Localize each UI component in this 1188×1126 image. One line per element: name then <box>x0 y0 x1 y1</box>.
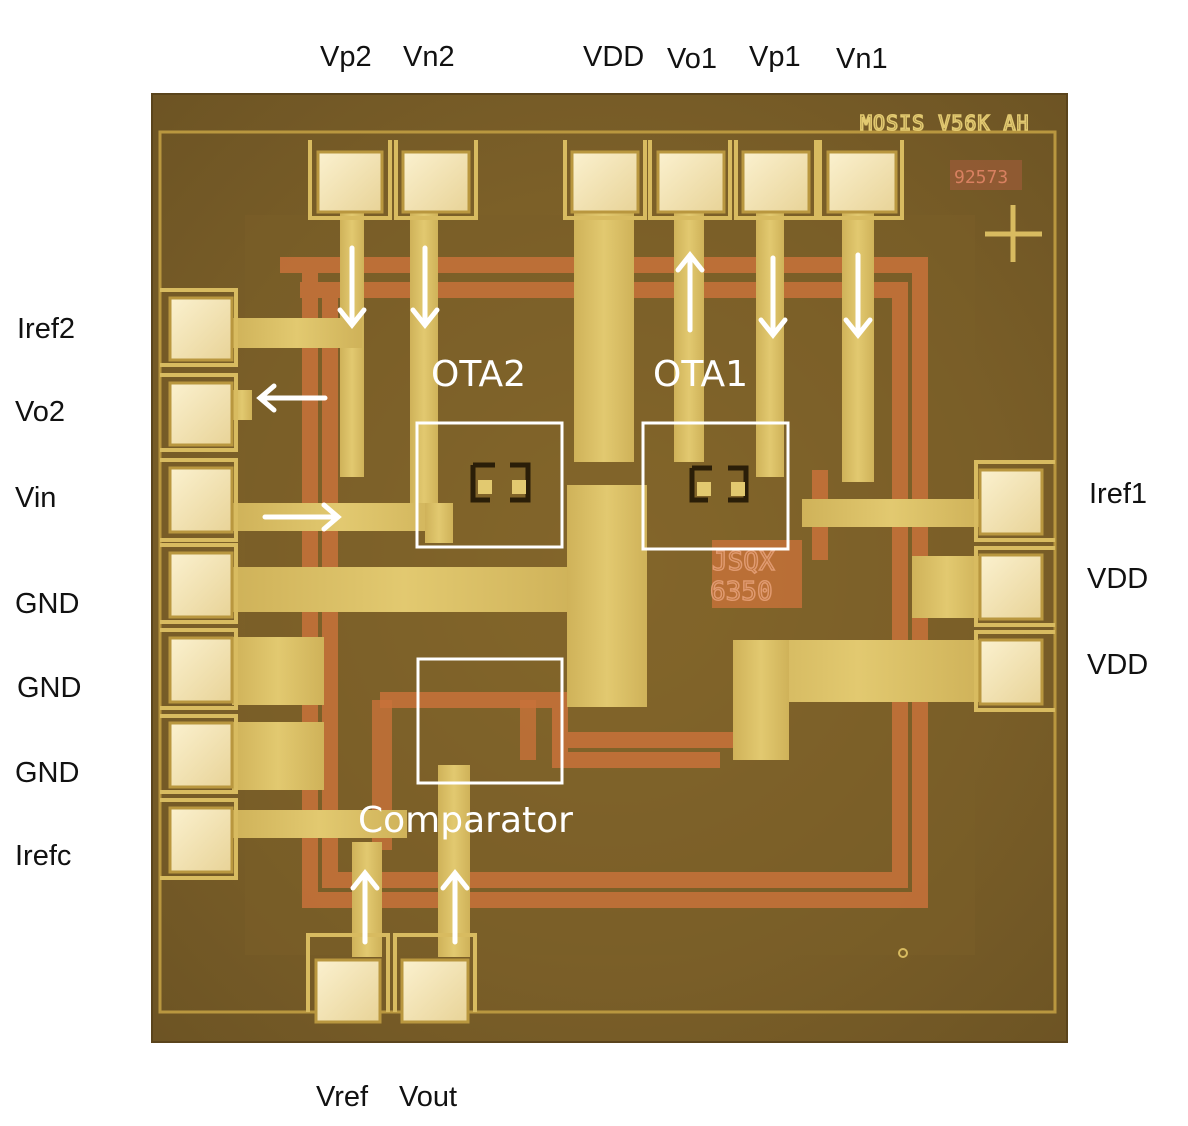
arrow-vo2-left <box>256 383 328 413</box>
comparator-outline <box>416 657 564 785</box>
arrow-vn2-down <box>410 245 440 330</box>
pin-label-gnd-1: GND <box>15 588 80 620</box>
arrow-vp2-down <box>337 245 367 330</box>
pin-label-vo1: Vo1 <box>667 43 717 75</box>
pin-label-vdd-top: VDD <box>583 41 645 73</box>
arrow-vp1-down <box>758 255 788 340</box>
die-marking-code-top: 92573 <box>954 167 1008 188</box>
pin-label-vp2: Vp2 <box>320 41 372 73</box>
ota1-outline <box>641 421 790 551</box>
pin-label-vn1: Vn1 <box>836 43 888 75</box>
die-marking-code-mid-1: JSQX <box>712 547 775 577</box>
pin-label-vo2: Vo2 <box>15 396 65 428</box>
pin-label-iref2: Iref2 <box>17 313 76 345</box>
pin-label-irefc: Irefc <box>15 840 72 872</box>
arrow-vin-right <box>262 502 342 532</box>
ota2-outline <box>415 421 564 549</box>
pin-label-gnd-3: GND <box>15 757 80 789</box>
die-marking-code-mid-2: 6350 <box>710 577 773 607</box>
arrow-vref-up <box>350 868 380 945</box>
pin-label-vdd-right-2: VDD <box>1087 649 1149 681</box>
signal-arrows <box>256 245 873 945</box>
arrow-vn1-down <box>843 252 873 340</box>
arrow-vout-up <box>440 868 470 945</box>
block-label-ota1: OTA1 <box>653 354 748 395</box>
pin-label-gnd-2: GND <box>17 672 82 704</box>
pin-label-vp1: Vp1 <box>749 41 801 73</box>
pin-label-vn2: Vn2 <box>403 41 455 73</box>
block-label-ota2: OTA2 <box>431 354 526 395</box>
pin-label-vdd-right-1: VDD <box>1087 563 1149 595</box>
pin-label-vref: Vref <box>316 1081 369 1113</box>
pin-label-vin: Vin <box>15 482 57 514</box>
die-marking-mosis: MOSIS V56K AH <box>860 111 1030 135</box>
arrow-vo1-up <box>675 250 705 333</box>
block-label-comparator: Comparator <box>358 800 573 841</box>
pin-label-iref1: Iref1 <box>1089 478 1148 510</box>
pin-label-vout: Vout <box>399 1081 458 1113</box>
